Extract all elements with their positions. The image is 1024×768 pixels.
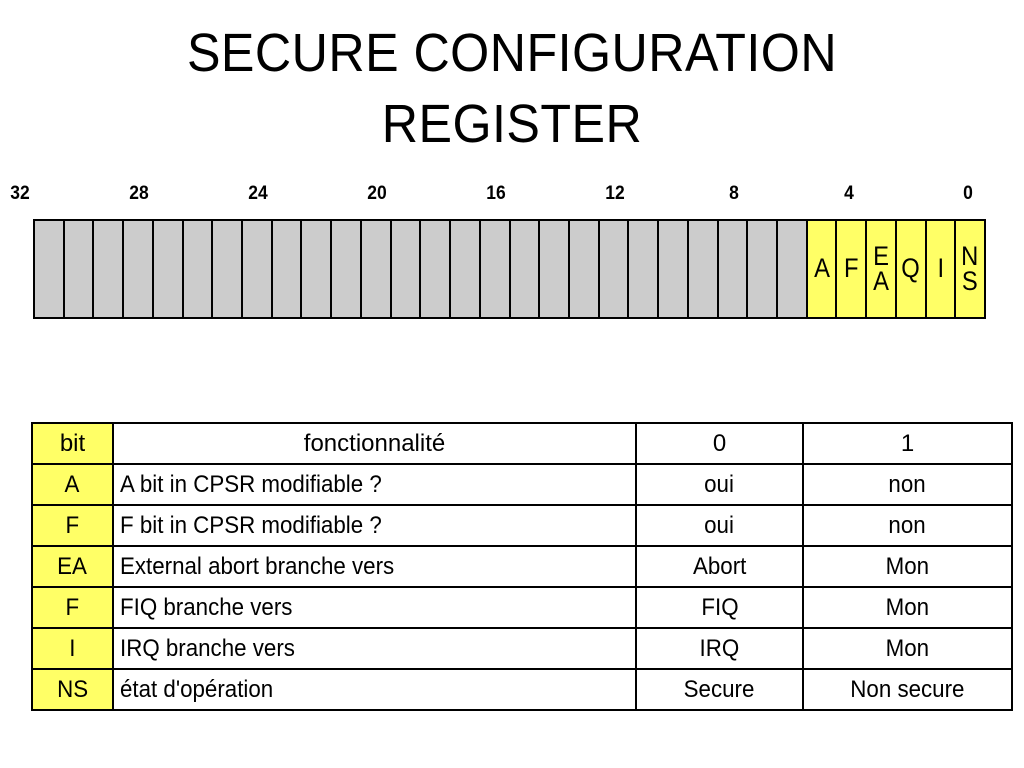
header-value-zero: 0	[635, 422, 804, 465]
register-reserved-cell	[718, 221, 749, 317]
register-reserved-cell	[540, 221, 570, 317]
bit-tick-label-28: 28	[129, 183, 149, 204]
register-reserved-cell	[361, 221, 392, 317]
register-flag-label: A	[813, 253, 830, 284]
cell-value-zero: IRQ	[635, 627, 804, 670]
register-reserved-cell	[659, 221, 689, 317]
register-flag-cell-I: I	[926, 221, 957, 317]
cell-value-one: Mon	[802, 545, 1013, 588]
register-reserved-cell	[451, 221, 481, 317]
register-reserved-cell	[629, 221, 660, 317]
header-bit: bit	[31, 422, 114, 465]
register-reserved-cell	[302, 221, 333, 317]
register-reserved-cell	[153, 221, 184, 317]
bit-tick-label-0: 0	[963, 183, 973, 204]
cell-bit-name: F	[31, 504, 114, 547]
cell-value-one: non	[802, 463, 1013, 506]
cell-value-one: Mon	[802, 586, 1013, 629]
cell-bit-name: EA	[31, 545, 114, 588]
register-flag-label: I	[937, 253, 944, 284]
register-reserved-cell	[213, 221, 244, 317]
register-flag-cell-Q: Q	[896, 221, 927, 317]
bit-tick-label-16: 16	[486, 183, 506, 204]
register-reserved-cell	[94, 221, 125, 317]
cell-value-zero: FIQ	[635, 586, 804, 629]
bit-tick-label-24: 24	[248, 183, 268, 204]
bit-scale-ruler: 32 28 24 20 16 12 8 4 0	[0, 183, 1024, 211]
register-flag-cell-A: A	[807, 221, 838, 317]
register-reserved-cell	[599, 221, 630, 317]
register-flag-cell-EA: E A	[867, 221, 897, 317]
register-reserved-cell	[688, 221, 719, 317]
cell-functionality: F bit in CPSR modifiable ?	[112, 504, 637, 547]
cell-bit-name: I	[31, 627, 114, 670]
page-title: SECURE CONFIGURATION REGISTER	[186, 23, 838, 155]
register-flag-cell-NS: N S	[956, 221, 984, 317]
cell-functionality: IRQ branche vers	[112, 627, 637, 670]
register-reserved-cell	[64, 221, 95, 317]
register-reserved-cell	[243, 221, 273, 317]
cell-functionality: FIQ branche vers	[112, 586, 637, 629]
cell-value-zero: Abort	[635, 545, 804, 588]
cell-functionality: External abort branche vers	[112, 545, 637, 588]
register-flag-label: F	[844, 253, 859, 284]
register-reserved-cell	[183, 221, 214, 317]
bit-tick-label-12: 12	[605, 183, 625, 204]
cell-functionality: état d'opération	[112, 668, 637, 711]
register-reserved-cell	[35, 221, 65, 317]
header-functionality: fonctionnalité	[112, 422, 637, 465]
register-reserved-cell	[510, 221, 541, 317]
register-reserved-cell	[569, 221, 600, 317]
bit-tick-label-8: 8	[729, 183, 739, 204]
cell-value-one: non	[802, 504, 1013, 547]
register-flag-label: E A	[873, 240, 889, 296]
cell-value-one: Non secure	[802, 668, 1013, 711]
register-reserved-cell	[777, 221, 808, 317]
table-header-row: bit fonctionnalité 0 1	[31, 422, 1013, 465]
header-value-one: 1	[802, 422, 1013, 465]
cell-value-zero: Secure	[635, 668, 804, 711]
register-flag-cell-F: F	[837, 221, 868, 317]
bit-tick-label-32: 32	[10, 183, 30, 204]
register-flag-label: Q	[901, 253, 920, 284]
register-reserved-cell	[421, 221, 452, 317]
register-reserved-cell	[748, 221, 778, 317]
register-reserved-cell	[391, 221, 422, 317]
register-reserved-cell	[480, 221, 511, 317]
register-reserved-cell	[124, 221, 154, 317]
bit-tick-label-4: 4	[844, 183, 854, 204]
register-reserved-cell	[332, 221, 362, 317]
cell-bit-name: A	[31, 463, 114, 506]
register-reserved-cell	[272, 221, 303, 317]
register-flag-label: N S	[961, 240, 979, 296]
cell-value-one: Mon	[802, 627, 1013, 670]
bit-tick-label-20: 20	[367, 183, 387, 204]
cell-bit-name: NS	[31, 668, 114, 711]
cell-value-zero: oui	[635, 504, 804, 547]
cell-value-zero: oui	[635, 463, 804, 506]
cell-functionality: A bit in CPSR modifiable ?	[112, 463, 637, 506]
cell-bit-name: F	[31, 586, 114, 629]
